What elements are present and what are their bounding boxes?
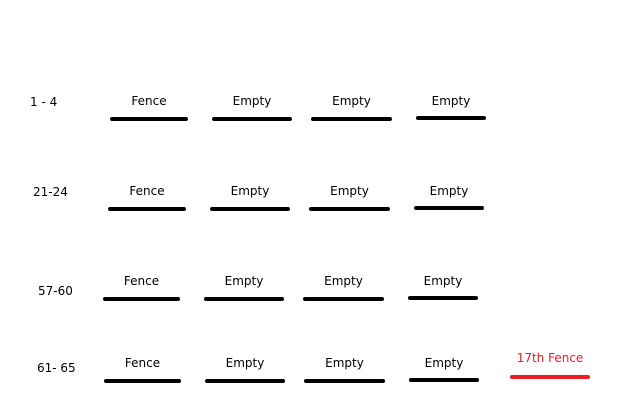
slot-label: Empty <box>232 94 272 108</box>
slot-line <box>311 117 392 121</box>
slot-line <box>212 117 292 121</box>
slot-label: Empty <box>225 356 265 370</box>
slot-line <box>204 297 284 301</box>
slot-label: Empty <box>325 356 364 370</box>
slot-line <box>309 207 390 211</box>
slot-line <box>304 379 385 383</box>
slot-label: Empty <box>431 94 471 108</box>
slot-label: Fence <box>123 274 160 288</box>
slot-label: Empty <box>330 184 369 198</box>
row-range-label: 57-60 <box>38 284 73 298</box>
slot-label: Empty <box>230 184 270 198</box>
slot-label: Fence <box>124 356 161 370</box>
slot-line <box>414 206 484 210</box>
slot-line <box>303 297 384 301</box>
row-range-label: 21-24 <box>33 185 68 199</box>
slot-line <box>110 117 188 121</box>
slot-line <box>103 297 180 301</box>
slot-label: Fence <box>129 184 165 198</box>
slot-label: Empty <box>324 274 363 288</box>
highlighted-slot-label: 17th Fence <box>516 351 584 365</box>
slot-label: Empty <box>423 274 463 288</box>
slot-line <box>104 379 181 383</box>
slot-line <box>409 378 479 382</box>
slot-label: Empty <box>424 356 464 370</box>
slot-line <box>416 116 486 120</box>
row-range-label: 61- 65 <box>37 361 76 375</box>
slot-label: Fence <box>131 94 167 108</box>
slot-label: Empty <box>332 94 371 108</box>
slot-line <box>108 207 186 211</box>
highlighted-slot-line <box>510 375 590 379</box>
slot-line <box>210 207 290 211</box>
slot-label: Empty <box>224 274 264 288</box>
slot-label: Empty <box>429 184 469 198</box>
slot-line <box>408 296 478 300</box>
row-range-label: 1 - 4 <box>30 95 58 109</box>
slot-line <box>205 379 285 383</box>
